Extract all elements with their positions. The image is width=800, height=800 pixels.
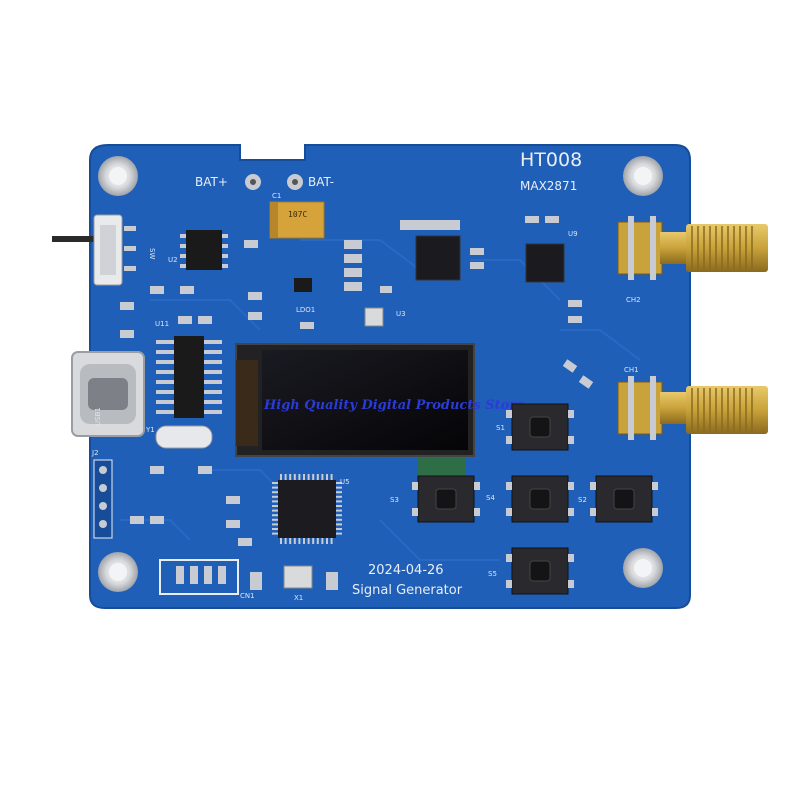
switch-designator: SW: [148, 248, 156, 259]
button-label-s3: S3: [390, 496, 399, 504]
button-label-s1: S1: [496, 424, 505, 432]
ldo-designator: LDO1: [296, 306, 315, 314]
c1-designator: C1: [272, 192, 281, 200]
chip-u9: [525, 243, 565, 283]
tactile-button-s5[interactable]: [506, 547, 574, 595]
u3-designator: U3: [396, 310, 406, 318]
x1-designator: X1: [294, 594, 303, 602]
ldo-regulator: [294, 278, 312, 292]
watermark-text: High Quality Digital Products Store: [263, 398, 524, 413]
bat-minus-label: BAT-: [308, 175, 334, 189]
tactile-button-s3[interactable]: [412, 475, 480, 523]
usb-c-port[interactable]: [71, 351, 145, 437]
battery-pads: [245, 174, 303, 190]
component-u3: [364, 307, 384, 327]
bat-plus-label: BAT+: [195, 175, 228, 189]
chip-u2: [180, 230, 228, 270]
chip-u5: [272, 474, 342, 544]
board-chip: MAX2871: [520, 179, 577, 193]
ch2-label: CH2: [626, 296, 641, 304]
tantalum-capacitor: 107C: [269, 201, 325, 239]
sma-connector-ch2[interactable]: [617, 216, 768, 280]
ch1-label: CH1: [624, 366, 639, 374]
button-label-s2: S2: [578, 496, 587, 504]
smd-components: [120, 216, 594, 590]
connector-cn1: [159, 559, 239, 595]
chip-u11: [156, 336, 222, 418]
board-function: Signal Generator: [352, 583, 463, 598]
board-model: HT008: [520, 149, 582, 171]
tactile-button-s1[interactable]: [506, 403, 574, 451]
tactile-button-s2[interactable]: [590, 475, 658, 523]
mounting-holes: [98, 156, 663, 592]
tactile-button-s4[interactable]: [506, 475, 574, 523]
header-j2: [93, 459, 113, 539]
rf-chip-max2871: [415, 235, 461, 281]
button-label-s4: S4: [486, 494, 495, 502]
y1-designator: Y1: [145, 426, 155, 434]
crystal-y1: [155, 425, 213, 449]
j2-designator: J2: [91, 449, 99, 457]
u9-designator: U9: [568, 230, 578, 238]
crystal-x1: [283, 565, 313, 589]
power-switch[interactable]: [52, 214, 136, 286]
u2-designator: U2: [168, 256, 178, 264]
cap-code: 107C: [288, 210, 307, 219]
u11-designator: U11: [155, 320, 169, 328]
button-label-s5: S5: [488, 570, 497, 578]
usb-designator: USB1: [94, 407, 102, 426]
sma-connector-ch1[interactable]: [617, 376, 768, 440]
u5-designator: U5: [340, 478, 350, 486]
board-date: 2024-04-26: [368, 563, 444, 578]
cn1-designator: CN1: [240, 592, 255, 600]
